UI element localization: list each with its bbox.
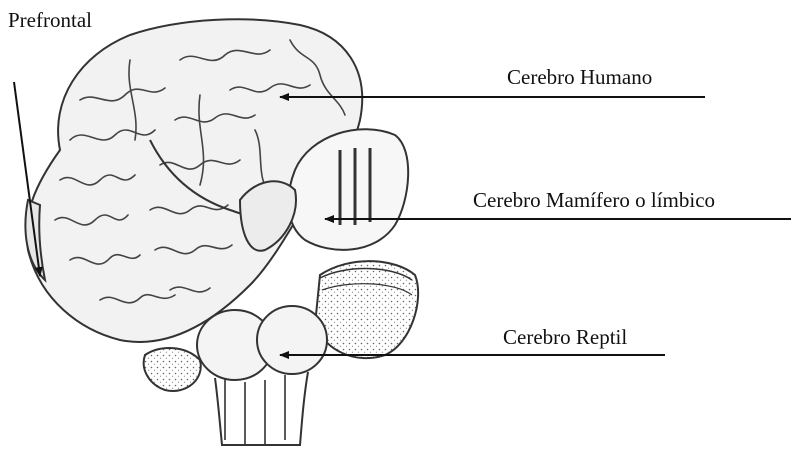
label-cerebro-mamifero: Cerebro Mamífero o límbico — [473, 190, 715, 211]
label-prefrontal: Prefrontal — [8, 10, 92, 31]
label-cerebro-reptil: Cerebro Reptil — [503, 327, 627, 348]
label-cerebro-humano: Cerebro Humano — [507, 67, 652, 88]
brainstem — [197, 306, 327, 445]
